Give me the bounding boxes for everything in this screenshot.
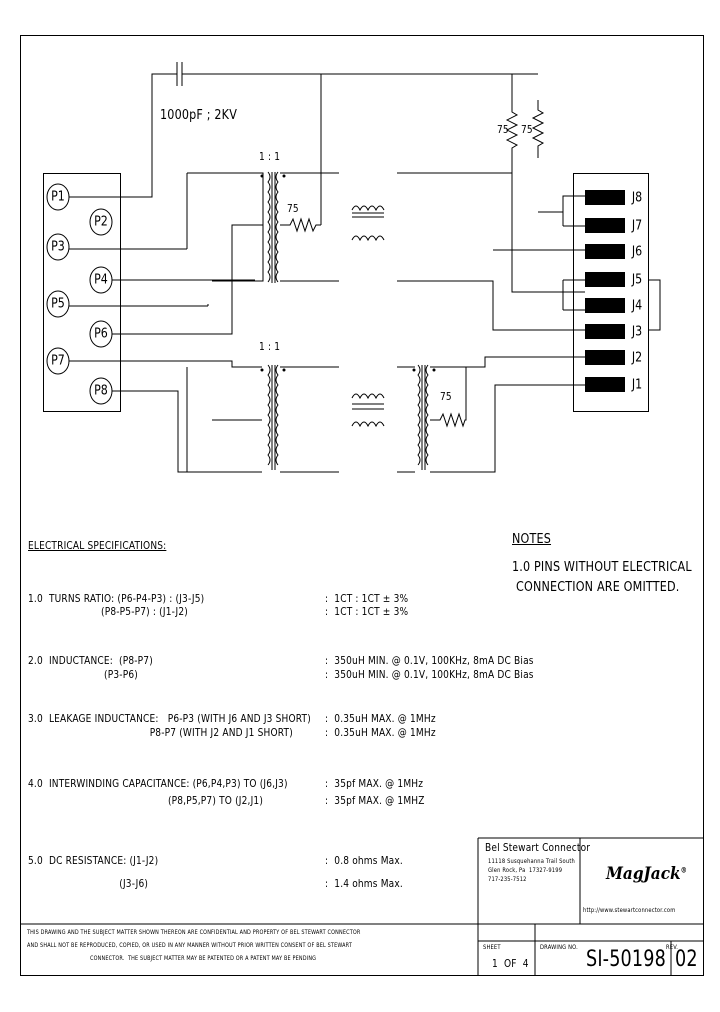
title-block — [20, 837, 703, 975]
company-name: Bel Stewart Connector — [485, 842, 591, 854]
pin-p5: P5 — [51, 296, 65, 312]
pin-p1: P1 — [51, 189, 65, 205]
right-pin-pads — [585, 190, 625, 392]
sheet-value: 1 OF 4 — [492, 958, 529, 970]
sheet-label: SHEET — [483, 944, 501, 951]
notes-line-2: CONNECTION ARE OMITTED. — [516, 580, 680, 595]
spec-5-value-2: : 1.4 ohms Max. — [325, 878, 403, 890]
spec-1-value-2: : 1CT : 1CT ± 3% — [325, 606, 409, 618]
spec-3-line-2: P8-P7 (WITH J2 AND J1 SHORT) — [28, 727, 293, 739]
spec-1-value-1: : 1CT : 1CT ± 3% — [325, 593, 409, 605]
drawing-no-label: DRAWING NO. — [540, 944, 578, 951]
spec-2-line-1: 2.0 INDUCTANCE: (P8-P7) — [28, 655, 153, 667]
turns-ratio-lower: 1 : 1 — [259, 341, 281, 353]
pin-j1: J1 — [631, 377, 643, 393]
magjack-logo: MagJack® — [606, 864, 687, 884]
pin-j8: J8 — [631, 190, 643, 206]
spec-4-line-2: (P8,P5,P7) TO (J2,J1) — [28, 795, 264, 807]
resistor-label-lower: 75 — [440, 391, 452, 403]
drawing-number: SI-50198 — [586, 947, 666, 972]
resistor-label-upper: 75 — [287, 203, 299, 215]
company-address-1: 11118 Susquehanna Trail South — [488, 858, 575, 865]
spec-3-value-1: : 0.35uH MAX. @ 1MHz — [325, 713, 436, 725]
capacitor-network — [69, 62, 538, 225]
pin-p3: P3 — [51, 239, 65, 255]
pin-p8: P8 — [94, 383, 108, 399]
spec-3-line-1: 3.0 LEAKAGE INDUCTANCE: P6-P3 (WITH J6 A… — [28, 713, 311, 725]
spec-5-line-2: (J3-J6) — [28, 878, 149, 890]
notes-title: NOTES — [512, 532, 552, 547]
drawing-border — [20, 35, 704, 976]
spec-5-line-1: 5.0 DC RESISTANCE: (J1-J2) — [28, 855, 159, 867]
spec-4-line-1: 4.0 INTERWINDING CAPACITANCE: (P6,P4,P3)… — [28, 778, 288, 790]
polarity-dots — [260, 174, 436, 372]
company-website: http://www.stewartconnector.com — [583, 907, 676, 914]
spec-1-line-2: (P8-P5-P7) : (J1-J2) — [28, 606, 189, 618]
spec-3-value-2: : 0.35uH MAX. @ 1MHz — [325, 727, 436, 739]
left-connector-body — [43, 173, 121, 412]
transformer-upper — [69, 171, 585, 335]
revision-number: 02 — [675, 947, 698, 972]
resistor-label-b: 75 — [521, 124, 533, 136]
disclaimer-line-3: CONNECTOR. THE SUBJECT MATTER MAY BE PAT… — [90, 955, 317, 962]
spec-4-value-1: : 35pf MAX. @ 1MHz — [325, 778, 424, 790]
specs-title: ELECTRICAL SPECIFICATIONS: — [28, 540, 167, 552]
revision-label: REV. — [666, 944, 679, 951]
resistor-label-a: 75 — [497, 124, 509, 136]
spec-2-line-2: (P3-P6) — [28, 669, 138, 681]
pin-j3: J3 — [631, 324, 643, 340]
capacitor-label: 1000pF ; 2KV — [160, 108, 238, 123]
spec-4-value-2: : 35pf MAX. @ 1MHZ — [325, 795, 425, 807]
spec-2-value-1: : 350uH MIN. @ 0.1V, 100KHz, 8mA DC Bias — [325, 655, 534, 667]
disclaimer-line-1: THIS DRAWING AND THE SUBJECT MATTER SHOW… — [27, 929, 361, 936]
company-phone: 717-235-7512 — [488, 876, 527, 883]
disclaimer-line-2: AND SHALL NOT BE REPRODUCED, COPIED, OR … — [27, 942, 353, 949]
right-connector — [538, 173, 661, 412]
pin-j2: J2 — [631, 350, 643, 366]
pin-j4: J4 — [631, 298, 643, 314]
pin-j7: J7 — [631, 218, 643, 234]
transformer-lower — [69, 304, 585, 473]
pin-p7: P7 — [51, 353, 65, 369]
pin-p4: P4 — [94, 272, 108, 288]
notes-line-1: 1.0 PINS WITHOUT ELECTRICAL — [512, 560, 692, 575]
spec-1-line-1: 1.0 TURNS RATIO: (P6-P4-P3) : (J3-J5) — [28, 593, 205, 605]
spec-5-value-1: : 0.8 ohms Max. — [325, 855, 403, 867]
pin-p6: P6 — [94, 326, 108, 342]
pin-j6: J6 — [631, 244, 643, 260]
termination-resistors — [505, 100, 585, 293]
pin-p2: P2 — [94, 214, 108, 230]
company-address-2: Glen Rock, Pa 17327-9199 — [488, 867, 563, 874]
pin-j5: J5 — [631, 272, 643, 288]
turns-ratio-upper: 1 : 1 — [259, 151, 281, 163]
spec-2-value-2: : 350uH MIN. @ 0.1V, 100KHz, 8mA DC Bias — [325, 669, 534, 681]
